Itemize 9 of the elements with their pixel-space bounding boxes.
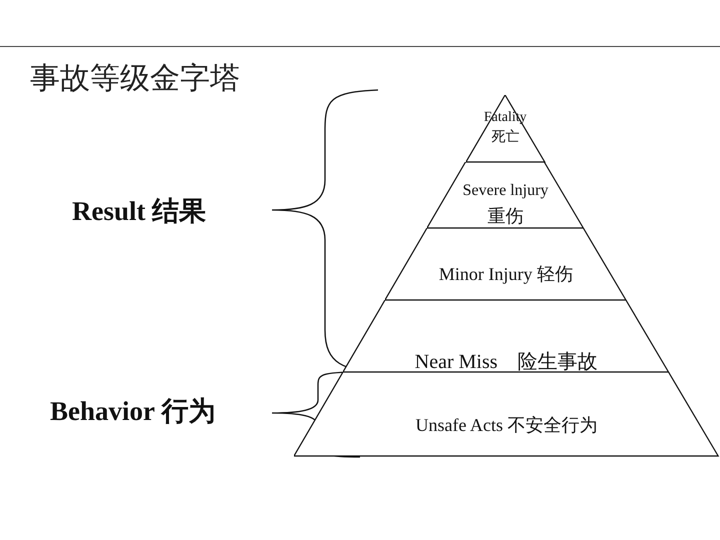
level-label: Severe lnjury <box>462 182 550 200</box>
category-label: Result 结果 <box>72 195 206 228</box>
category-label: Behavior 行为 <box>50 395 216 428</box>
level-label: 重伤 <box>486 205 525 228</box>
title: 事故等级金字塔 <box>30 60 240 98</box>
level-label: Unsafe Acts 不安全行为 <box>414 414 598 437</box>
level-label: Near Miss 险生事故 <box>414 350 599 375</box>
level-label: 死亡 <box>490 128 520 146</box>
level-label: Minor Injury 轻伤 <box>438 263 574 286</box>
